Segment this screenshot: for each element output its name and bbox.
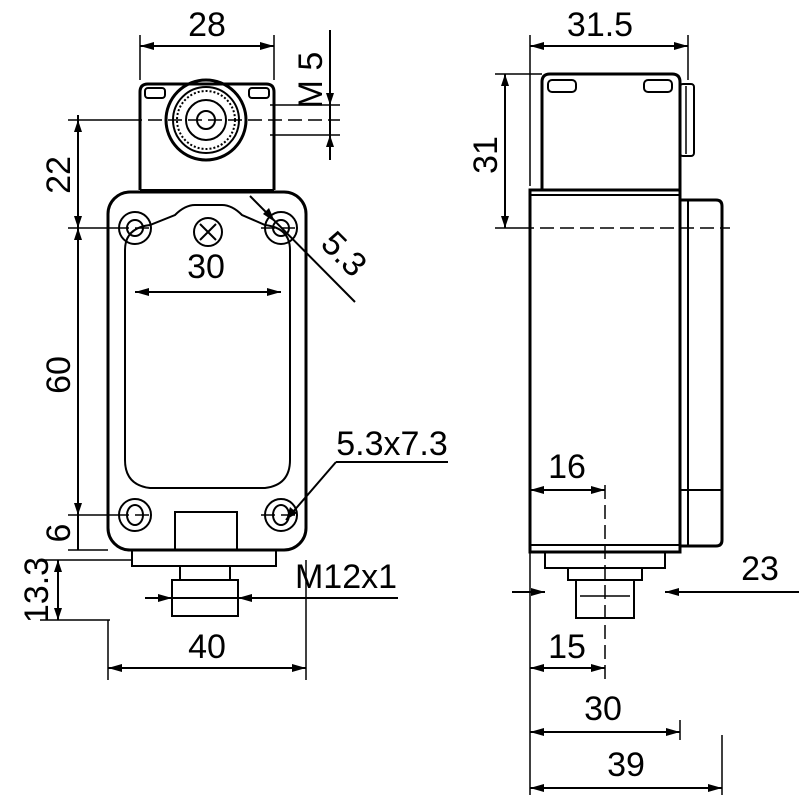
roller-head xyxy=(128,78,340,191)
dim-30-side: 30 xyxy=(529,680,681,795)
front-view: 28 M 5 22 60 xyxy=(18,6,448,680)
dim-40: 40 xyxy=(107,560,307,680)
dim-30-side-label: 30 xyxy=(584,690,622,728)
dim-60-label: 60 xyxy=(40,356,78,394)
dim-15: 15 xyxy=(529,552,605,680)
side-view: 31.5 31 16 23 xyxy=(467,6,799,795)
side-head xyxy=(540,72,695,190)
dim-22: 22 xyxy=(40,115,128,229)
dim-13-3-label: 13.3 xyxy=(18,557,56,623)
dim-16-label: 16 xyxy=(548,448,586,486)
screw-icon xyxy=(193,217,223,247)
dim-31-label: 31 xyxy=(467,136,505,174)
dim-28: 28 xyxy=(139,6,275,80)
dim-31-5: 31.5 xyxy=(529,6,689,186)
dim-39-label: 39 xyxy=(607,746,645,784)
connector-side xyxy=(567,485,643,680)
dim-30-front: 30 xyxy=(135,248,281,296)
dim-slot: 5.3x7.3 xyxy=(285,425,448,521)
dim-15-label: 15 xyxy=(548,628,586,666)
mounting-holes xyxy=(115,211,301,532)
dim-23: 23 xyxy=(512,550,799,596)
dim-13-3: 13.3 xyxy=(18,557,132,623)
dim-6: 6 xyxy=(40,515,108,551)
dim-m12-label: M12x1 xyxy=(295,558,397,596)
dim-slot-label: 5.3x7.3 xyxy=(336,425,448,463)
dim-40-label: 40 xyxy=(188,628,226,666)
dim-31: 31 xyxy=(467,73,542,229)
side-body xyxy=(520,188,730,569)
dim-30-front-label: 30 xyxy=(187,248,225,286)
dim-16: 16 xyxy=(530,448,605,494)
dim-39: 39 xyxy=(530,735,723,795)
dim-m5-label: M 5 xyxy=(292,52,330,109)
roller-icon xyxy=(164,78,248,162)
dim-5-3: 5.3 xyxy=(249,195,374,303)
dim-m12: M12x1 xyxy=(145,558,398,602)
dim-m5: M 5 xyxy=(270,30,340,160)
dim-60: 60 xyxy=(40,228,115,516)
dim-23-label: 23 xyxy=(741,550,779,588)
dim-6-label: 6 xyxy=(40,524,78,543)
dim-5-3-label: 5.3 xyxy=(314,224,374,284)
dim-28-label: 28 xyxy=(188,6,226,44)
connector-front xyxy=(171,565,239,617)
dim-31-5-label: 31.5 xyxy=(567,6,633,44)
dim-22-label: 22 xyxy=(40,156,78,194)
